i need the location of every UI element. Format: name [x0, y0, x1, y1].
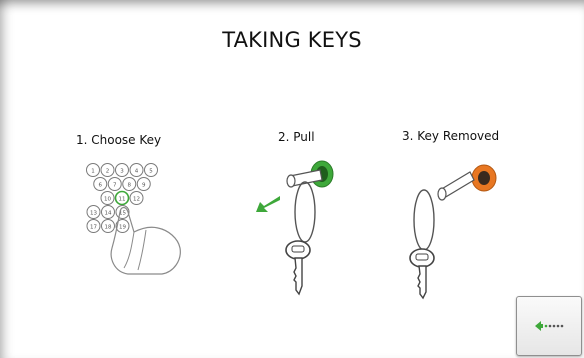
- step-3-label: 3. Key Removed: [402, 129, 499, 143]
- keypad-number: 18: [105, 224, 112, 230]
- keypad-number: 7: [113, 182, 117, 188]
- keypad-number: 8: [128, 182, 132, 188]
- back-button[interactable]: [516, 296, 582, 356]
- page-title: TAKING KEYS: [0, 28, 584, 52]
- keypad-number: 14: [105, 210, 112, 216]
- keypad-number: 3: [120, 168, 124, 174]
- keypad-number: 13: [90, 210, 97, 216]
- keypad-number: 6: [99, 182, 103, 188]
- step-2-label: 2. Pull: [278, 130, 315, 144]
- keypad-number: 2: [106, 168, 110, 174]
- keypad-number: 4: [135, 168, 139, 174]
- key-removed-diagram: [400, 150, 510, 300]
- keypad-number: 19: [119, 224, 126, 230]
- keypad-number: 9: [142, 182, 146, 188]
- keypad-number: 5: [149, 168, 153, 174]
- pull-arrow-icon: [256, 196, 280, 212]
- keypad-number: 12: [133, 196, 140, 202]
- keypad-number: 10: [104, 196, 111, 202]
- pull-key-diagram: [250, 150, 360, 300]
- step-1-label: 1. Choose Key: [76, 133, 161, 147]
- back-arrow-icon: [534, 319, 564, 333]
- step-3-illustration: [400, 150, 510, 300]
- keypad-number: 11: [119, 196, 126, 202]
- keypad-number: 1: [91, 168, 95, 174]
- keypad-number: 17: [90, 224, 97, 230]
- step-2-illustration: [250, 150, 360, 300]
